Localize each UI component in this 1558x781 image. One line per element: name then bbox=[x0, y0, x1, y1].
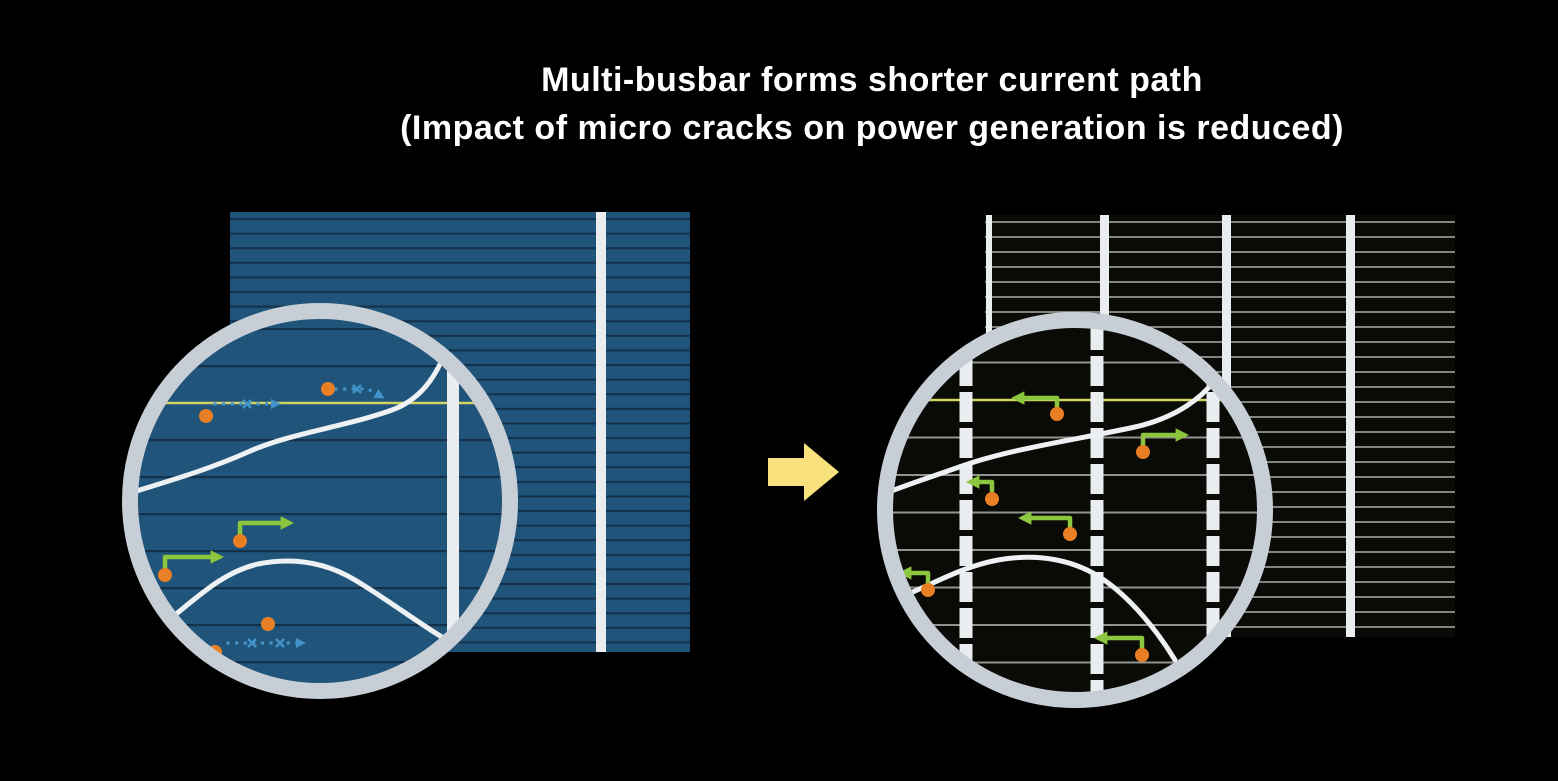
conventional-cell-busbar bbox=[596, 212, 606, 652]
multibusbar-zoom-magnifier bbox=[877, 312, 1273, 708]
electron-dot bbox=[261, 617, 275, 631]
title-line-1: Multi-busbar forms shorter current path bbox=[541, 61, 1203, 99]
electron-dot bbox=[1063, 527, 1077, 541]
conventional-zoom-content bbox=[130, 311, 510, 691]
short-current-path-arrow bbox=[1140, 428, 1190, 448]
electron-dot bbox=[199, 409, 213, 423]
transition-arrow bbox=[768, 443, 839, 501]
micro-crack-lower bbox=[885, 554, 1178, 663]
short-current-path-arrow bbox=[1010, 391, 1060, 410]
electron-dot bbox=[921, 583, 935, 597]
short-current-path-arrow bbox=[965, 475, 995, 495]
diagram-title: Multi-busbar forms shorter current path … bbox=[400, 57, 1344, 152]
electron-dot bbox=[158, 568, 172, 582]
zoom-busbar bbox=[447, 311, 459, 691]
micro-crack-upper bbox=[130, 332, 455, 496]
short-current-path-arrow bbox=[237, 516, 295, 536]
electron-dot bbox=[1136, 445, 1150, 459]
micro-crack-lower bbox=[130, 558, 458, 648]
conventional-zoom-magnifier bbox=[122, 303, 518, 699]
title-line-2: (Impact of micro cracks on power generat… bbox=[400, 108, 1344, 147]
short-current-path-arrow bbox=[1093, 631, 1145, 651]
multibusbar-zoom-content bbox=[885, 320, 1265, 700]
short-current-path-arrow bbox=[162, 550, 225, 571]
short-current-path-arrow bbox=[1017, 511, 1073, 530]
electron-dot bbox=[233, 534, 247, 548]
magnifier-ring bbox=[122, 303, 518, 699]
zoom-finger-lines bbox=[885, 320, 1265, 700]
electron-dot bbox=[321, 382, 335, 396]
micro-crack-upper bbox=[885, 367, 1225, 497]
electron-dot bbox=[1135, 648, 1149, 662]
zoom-finger-lines bbox=[130, 311, 510, 691]
magnifier-ring bbox=[877, 312, 1273, 708]
multibusbar-cell-busbar bbox=[1346, 215, 1355, 637]
electron-dot bbox=[985, 492, 999, 506]
electron-dot bbox=[1050, 407, 1064, 421]
short-current-path-arrow bbox=[897, 566, 931, 586]
long-current-path-arrow bbox=[334, 387, 385, 399]
